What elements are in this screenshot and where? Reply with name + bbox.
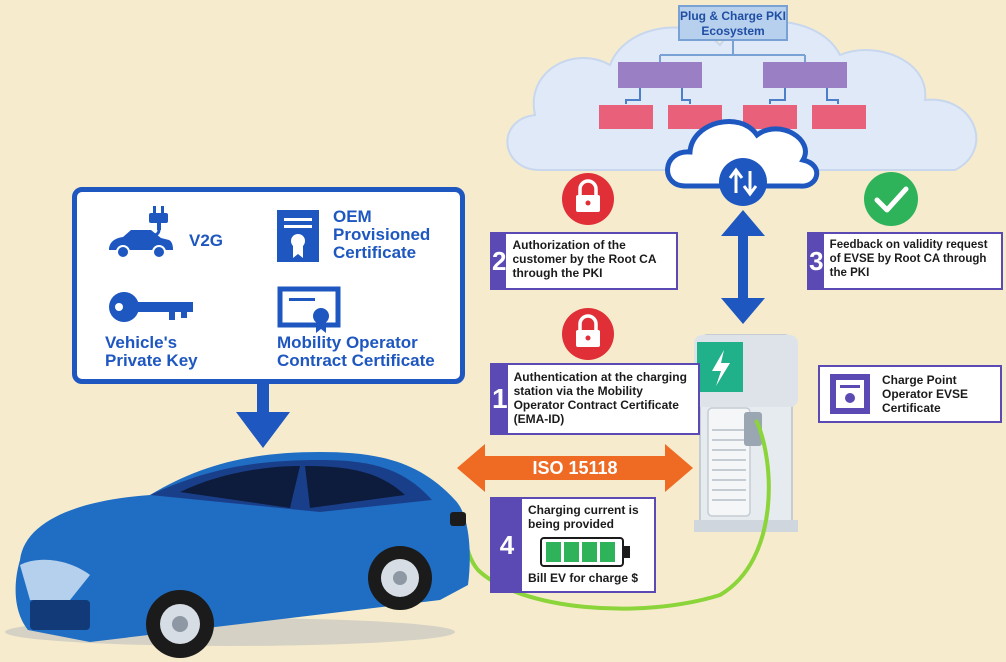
v2g-label: V2G [189, 231, 224, 250]
ev-charging-car-icon [109, 206, 173, 259]
pki-hierarchy [599, 40, 866, 129]
step-4-footer: Bill EV for charge $ [528, 571, 639, 585]
certificate-icon [277, 210, 319, 262]
step-4-content: Charging current is being provided Bill … [522, 499, 654, 591]
oem-certificate-label: OEM Provisioned Certificate [333, 207, 431, 262]
cloud-shape [506, 20, 978, 171]
step-1-box: 1 Authentication at the charging station… [490, 363, 700, 435]
certificate-icon [830, 374, 870, 414]
battery-icon [540, 537, 630, 567]
step-4-box: 4 Charging current is being provided Bil… [490, 497, 656, 593]
private-key-label: Vehicle's Private Key [105, 333, 198, 370]
pki-leaf-1 [599, 105, 653, 129]
pki-intermediate-ca-right [763, 62, 847, 88]
lock-icon-step-2 [562, 173, 614, 225]
vertical-double-arrow [721, 210, 765, 324]
step-1-number: 1 [492, 365, 508, 433]
down-arrow-to-car [236, 384, 290, 448]
step-4-text: Charging current is being provided [528, 503, 639, 531]
check-icon-step-3 [864, 172, 918, 226]
step-2-number: 2 [492, 234, 507, 288]
charge-point-certificate-text: Charge Point Operator EVSE Certificate [882, 373, 969, 415]
electric-car [5, 452, 470, 658]
step-1-text: Authentication at the charging station v… [513, 370, 687, 426]
charging-station [694, 334, 798, 532]
pki-leaf-4 [812, 105, 866, 129]
step-4-number: 4 [492, 499, 522, 591]
step-3-number: 3 [809, 234, 824, 288]
step-2-text: Authorization of the customer by the Roo… [512, 238, 657, 280]
vehicle-credentials-box: V2G OEM Provisioned Certificate Vehicle'… [72, 187, 465, 384]
step-3-text: Feedback on validity request of EVSE by … [829, 239, 988, 279]
pki-ecosystem-title: Plug & Charge PKI Ecosystem [678, 5, 788, 41]
iso-15118-label: ISO 15118 [532, 458, 618, 478]
charge-point-certificate-box: Charge Point Operator EVSE Certificate [818, 365, 1002, 423]
pki-leaf-3 [743, 105, 797, 129]
contract-certificate-label: Mobility Operator Contract Certificate [277, 333, 435, 370]
cloud-sync-icon [665, 118, 820, 206]
key-icon [109, 292, 193, 322]
step-3-box: 3 Feedback on validity request of EVSE b… [807, 232, 1003, 290]
iso-15118-arrow [457, 444, 693, 492]
pki-intermediate-ca-left [618, 62, 702, 88]
step-2-box: 2 Authorization of the customer by the R… [490, 232, 678, 290]
certificate-ribbon-icon [277, 286, 341, 333]
charging-cable [458, 419, 771, 611]
lock-icon-step-1 [562, 308, 614, 360]
